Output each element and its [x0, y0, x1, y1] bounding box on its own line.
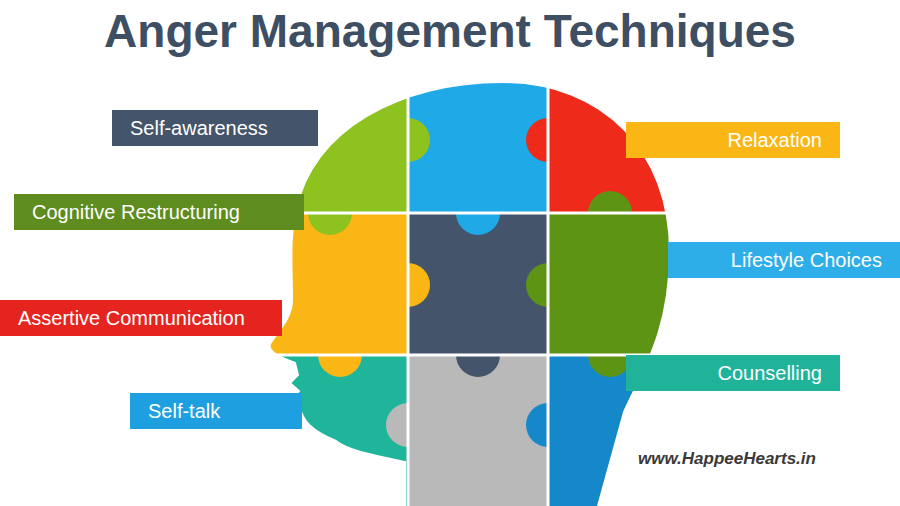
banner-text: Self-talk: [148, 401, 220, 421]
banner-text: Lifestyle Choices: [731, 250, 882, 270]
technique-banner: Cognitive Restructuring: [14, 194, 304, 230]
title: Anger Management Techniques: [0, 4, 900, 58]
banner-text: Cognitive Restructuring: [32, 202, 240, 222]
technique-banner: Relaxation: [626, 122, 840, 158]
head-outline: [270, 82, 670, 506]
technique-banner: Self-talk: [130, 393, 302, 429]
banner-text: Relaxation: [727, 130, 822, 150]
banner-text: Self-awareness: [130, 118, 268, 138]
title-text: Anger Management Techniques: [104, 5, 796, 57]
technique-banner: Assertive Communication: [0, 300, 282, 336]
technique-banner: Counselling: [626, 355, 840, 391]
technique-banner: Lifestyle Choices: [668, 242, 900, 278]
banner-text: Counselling: [717, 363, 822, 383]
technique-banner: Self-awareness: [112, 110, 318, 146]
watermark: www.HappeeHearts.in: [638, 449, 816, 469]
banner-text: Assertive Communication: [18, 308, 245, 328]
